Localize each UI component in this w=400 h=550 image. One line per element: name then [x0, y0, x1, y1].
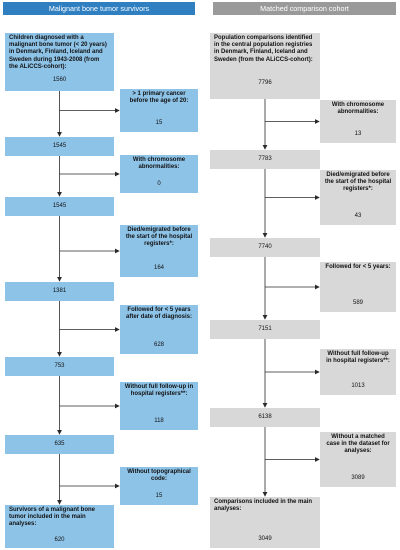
survivors-exclusion-box-label: > 1 primary cancer before the age of 20: [129, 91, 189, 105]
comparison-count-box: 6138 [210, 408, 320, 427]
survivors-count-box-label: Survivors of a malignant bone tumor incl… [9, 507, 96, 528]
comparison-count-box-label: Population comparisons identified in the… [214, 35, 313, 63]
comparison-count-box-count: 7783 [258, 156, 272, 162]
comparison-count-box: Population comparisons identified in the… [210, 33, 320, 99]
survivors-exclusion-box-count: 164 [153, 265, 164, 271]
comparison-exclusion-box-count: 589 [352, 300, 363, 306]
survivors-count-box-count: 1545 [52, 143, 67, 149]
comparison-exclusion-box: Without full follow-up in hospital regis… [320, 349, 396, 395]
survivors-count-box: 753 [5, 357, 114, 376]
survivors-count-box: 635 [5, 435, 114, 454]
survivors-exclusion-box: With chromosome abnormalities: 0 [120, 155, 198, 193]
survivors-exclusion-box-label: Without topographical code: [127, 469, 191, 483]
survivors-count-box: Children diagnosed with a malignant bone… [5, 33, 114, 91]
survivors-exclusion-box: Without full follow-up in hospital regis… [120, 382, 198, 430]
comparison-count-box: 7783 [210, 150, 320, 169]
comparison-count-box-count: 3049 [258, 536, 272, 542]
survivors-exclusion-box: > 1 primary cancer before the age of 20:… [120, 89, 198, 132]
survivors-exclusion-box-count: 628 [153, 342, 164, 348]
comparison-exclusion-box: With chromosome abnormalities: 13 [320, 100, 396, 143]
survivors-count-box-count: 635 [54, 441, 65, 447]
survivors-count-box: Survivors of a malignant bone tumor incl… [5, 505, 114, 548]
comparison-exclusion-box-count: 1013 [351, 383, 365, 389]
comparison-exclusion-box-label: Without a matched case in the dataset fo… [326, 434, 390, 455]
comparison-count-box: Comparisons included in the main analyse… [210, 497, 320, 548]
survivors-count-box: 1381 [5, 282, 114, 301]
comparison-exclusion-box-count: 13 [354, 131, 362, 137]
survivors-exclusion-box-label: Without full follow-up in hospital regis… [124, 384, 194, 398]
survivors-count-box: 1545 [5, 137, 114, 156]
survivors-exclusion-box-count: 118 [154, 418, 164, 424]
comparison-exclusion-box-label: With chromosome abnormalities: [331, 102, 385, 116]
comparison-exclusion-box: Followed for < 5 years: 589 [320, 262, 396, 312]
comparison-count-box-count: 6138 [258, 414, 272, 420]
comparison-exclusion-box-count: 43 [354, 213, 362, 219]
comparison-count-box: 7151 [210, 320, 320, 339]
survivors-count-box-count: 1381 [52, 288, 67, 294]
survivors-exclusion-box-count: 15 [155, 120, 163, 126]
survivors-exclusion-box-count: 15 [155, 493, 163, 499]
comparison-exclusion-box: Without a matched case in the dataset fo… [320, 432, 396, 487]
comparison-count-box-count: 7151 [258, 326, 272, 332]
comparison-exclusion-box-label: Without full follow-up in hospital regis… [326, 351, 390, 365]
survivors-header: Malignant bone tumor survivors [3, 2, 195, 15]
comparison-header: Matched comparison cohort [213, 2, 396, 15]
survivors-exclusion-box-count: 0 [157, 181, 161, 187]
survivors-count-box-label: Children diagnosed with a malignant bone… [9, 35, 107, 70]
comparison-count-box-count: 7740 [258, 244, 272, 250]
survivors-exclusion-box-label: Died/emigrated before the start of the h… [125, 227, 193, 248]
survivors-exclusion-box: Followed for < 5 years after date of dia… [120, 305, 198, 354]
survivors-count-box-count: 1560 [52, 77, 67, 83]
comparison-count-box-count: 7796 [258, 80, 272, 86]
survivors-exclusion-box: Died/emigrated before the start of the h… [120, 225, 198, 277]
comparison-count-box-label: Comparisons included in the main analyse… [214, 499, 313, 513]
comparison-exclusion-box: Died/emigrated before the start of the h… [320, 170, 396, 225]
comparison-exclusion-box-label: Followed for < 5 years: [325, 264, 391, 270]
survivors-count-box-count: 753 [54, 363, 65, 369]
survivors-exclusion-box-label: With chromosome abnormalities: [132, 157, 186, 171]
comparison-exclusion-box-label: Died/emigrated before the start of the h… [324, 172, 392, 193]
survivors-exclusion-box-label: Followed for < 5 years after date of dia… [125, 307, 192, 321]
survivors-count-box: 1545 [5, 197, 114, 216]
survivors-count-box-count: 1545 [52, 203, 67, 209]
survivors-exclusion-box: Without topographical code: 15 [120, 467, 198, 505]
comparison-count-box: 7740 [210, 238, 320, 257]
comparison-exclusion-box-count: 3089 [351, 475, 365, 481]
survivors-count-box-count: 620 [54, 537, 65, 543]
